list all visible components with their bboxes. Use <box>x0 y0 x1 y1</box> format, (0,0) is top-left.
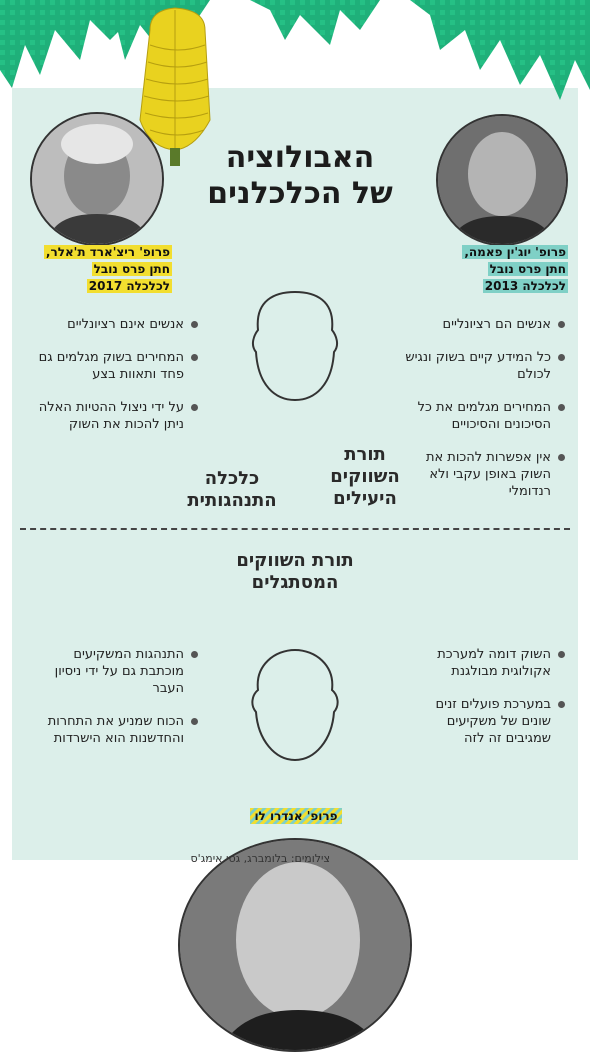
portrait-fama <box>436 114 568 246</box>
upper-head-outline <box>251 290 339 402</box>
page-title: האבולוציה של הכלכלנים <box>180 140 420 212</box>
caption-fama-line2: חתן פרס נובל <box>487 262 568 276</box>
label-adaptive-line1: תורת השווקים <box>236 550 354 571</box>
label-efficient-line2: השווקים <box>330 466 400 487</box>
caption-thaler-line2: חתן פרס נובל <box>91 262 172 276</box>
list-item: כל המידע קיים בשוק ונגיש לכולם <box>402 349 567 383</box>
title-line-1: האבולוציה <box>225 140 375 175</box>
title-line-2: של הכלכלנים <box>207 176 393 211</box>
left-bullets-top: אנשים אינם רציונליים המחירים בשוק מגלמים… <box>30 316 200 449</box>
list-item: על ידי ניצול ההטיות האלה ניתן להכות את ה… <box>30 399 200 433</box>
lower-head-outline <box>251 648 339 762</box>
list-item: המחירים מגלמים את כל הסיכונים והסיכויים <box>402 399 567 433</box>
palm-leaves-illustration <box>0 0 590 166</box>
list-item: אנשים אינם רציונליים <box>30 316 200 333</box>
list-item: המחירים בשוק מגלמים גם פחד ותאוות בצע <box>30 349 200 383</box>
list-item: השוק דומה למערכת אקולוגית מבולגנת <box>402 646 567 680</box>
caption-lo-name: פרופ' אנדרו לו <box>250 808 342 824</box>
caption-thaler-line3: לכלכלה 2017 <box>86 279 172 293</box>
right-bullets-top: אנשים הם רציונליים כל המידע קיים בשוק ונ… <box>402 316 567 516</box>
caption-fama: פרופ' יוג'ין פאמה, חתן פרס נובל לכלכלה 2… <box>398 244 568 295</box>
portrait-thaler <box>30 112 164 246</box>
list-item: במערכת פועלים זנים שונים של משקיעים שמגי… <box>402 696 567 747</box>
left-bullets-bottom: התנהגות המשקיעים מוכתבת גם על ידי ניסיון… <box>30 646 200 763</box>
label-behavioral-line1: כלכלה <box>204 468 260 489</box>
face-photo-icon <box>180 840 410 1050</box>
face-photo-icon <box>32 114 162 244</box>
list-item: אנשים הם רציונליים <box>402 316 567 333</box>
caption-thaler-name: פרופ' ריצ'ארד ת'אלר, <box>43 245 172 259</box>
right-leaf <box>410 0 590 100</box>
label-efficient: תורת השווקים היעילים <box>300 444 430 510</box>
banana-bunch <box>139 7 211 166</box>
label-adaptive: תורת השווקים המסתגלים <box>195 550 395 594</box>
caption-thaler: פרופ' ריצ'ארד ת'אלר, חתן פרס נובל לכלכלה… <box>2 244 172 295</box>
photo-credit: צילומים: בלומברג, גטי אימג'ס <box>190 852 330 865</box>
caption-fama-name: פרופ' יוג'ין פאמה, <box>462 245 568 259</box>
center-leaf <box>250 0 380 45</box>
list-item: התנהגות המשקיעים מוכתבת גם על ידי ניסיון… <box>30 646 200 697</box>
left-leaf <box>0 0 150 88</box>
label-behavioral-line2: התנהגותית <box>187 490 277 511</box>
right-bullets-bottom: השוק דומה למערכת אקולוגית מבולגנת במערכת… <box>402 646 567 763</box>
label-efficient-line3: היעילים <box>333 488 397 509</box>
caption-fama-line3: לכלכלה 2013 <box>482 279 568 293</box>
list-item: אין אפשרות להכות את השוק באופן עקבי ולא … <box>402 449 567 500</box>
label-adaptive-line2: המסתגלים <box>251 572 339 593</box>
divider-line <box>20 528 570 530</box>
caption-lo: פרופ' אנדרו לו <box>236 808 356 825</box>
label-behavioral: כלכלה התנהגותית <box>172 468 292 512</box>
label-efficient-line1: תורת <box>344 444 386 465</box>
list-item: הכוח שמניע את התחרות והחדשנות הוא הישרדו… <box>30 713 200 747</box>
face-photo-icon <box>438 116 566 244</box>
